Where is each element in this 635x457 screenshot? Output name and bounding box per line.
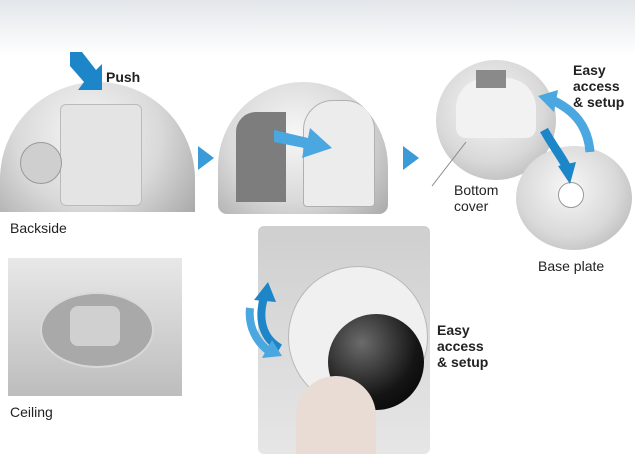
step-chevron-2-icon — [403, 146, 419, 170]
base-plate-label: Base plate — [538, 258, 604, 274]
hand — [296, 376, 376, 454]
header-band — [0, 0, 635, 56]
ceiling-label: Ceiling — [10, 404, 53, 420]
ceiling-bracket — [70, 306, 120, 346]
ceiling-photo — [8, 258, 182, 396]
step-chevron-1-icon — [198, 146, 214, 170]
slide-arrow-icon — [272, 120, 334, 160]
backside-photo — [0, 82, 195, 212]
easy-access-top-label: Easy access & setup — [573, 62, 624, 110]
rotate-arrows-bottom-icon — [240, 278, 300, 362]
bottom-cover-label: Bottom cover — [454, 182, 498, 214]
bottom-cover-wires — [476, 70, 506, 88]
easy-access-bottom-label: Easy access & setup — [437, 322, 488, 370]
backside-label: Backside — [10, 220, 67, 236]
push-label: Push — [106, 69, 140, 85]
backside-panel — [60, 104, 142, 206]
backside-knob — [20, 142, 62, 184]
push-arrow-icon — [66, 50, 106, 94]
